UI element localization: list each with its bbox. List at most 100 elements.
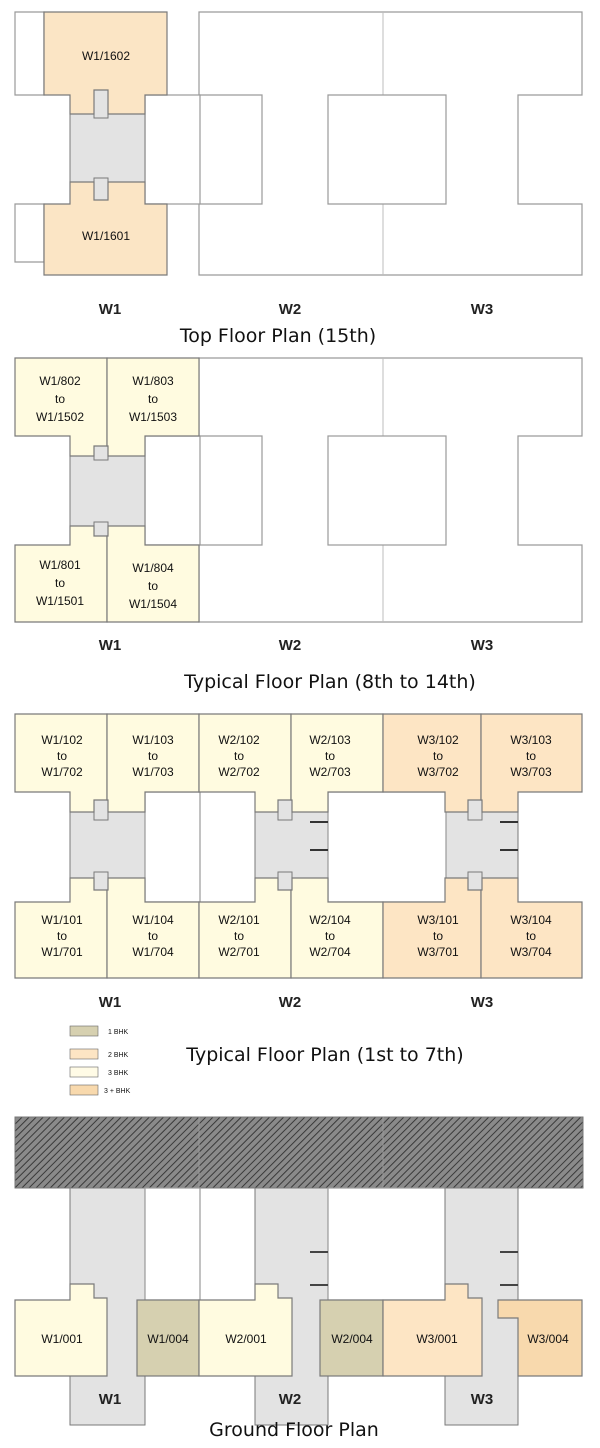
upper-w2-core-outline: [327, 435, 447, 546]
svg-text:W1/701: W1/701: [41, 945, 83, 959]
upper-unit-w1-804: [106, 525, 200, 623]
unit-label-w1-801: W1/801 to W1/1501: [36, 558, 84, 608]
unit-label-w1-804: W1/804 to W1/1504: [129, 561, 177, 611]
svg-text:W3/103: W3/103: [510, 733, 552, 747]
ground-unit-w2-004: [319, 1299, 384, 1377]
wing-label-w3: W3: [471, 1391, 494, 1408]
section-title: Typical Floor Plan (8th to 14th): [183, 671, 476, 693]
unit-label-w2-101: W2/101 to W2/701: [218, 913, 260, 959]
svg-text:W3/102: W3/102: [417, 733, 459, 747]
top-w1-core: [69, 113, 146, 183]
svg-text:to: to: [526, 929, 536, 943]
top-w1-mid-right: [144, 94, 201, 205]
lower-w1-core: [69, 811, 146, 879]
top-w1-outline: [14, 11, 45, 96]
legend-swatch-3plusbhk: [69, 1084, 99, 1096]
svg-text:to: to: [55, 576, 65, 590]
svg-text:W1/804: W1/804: [132, 561, 174, 575]
svg-text:W1/102: W1/102: [41, 733, 83, 747]
upper-w1-mid-right: [144, 435, 201, 546]
wing-label-w2: W2: [279, 637, 302, 654]
upper-unit-w1-801: [14, 525, 108, 623]
top-w1-outline-bottom: [14, 203, 45, 263]
lower-unit-w3-104: [480, 877, 583, 979]
upper-w1-core: [69, 455, 146, 527]
parking-area: [14, 1116, 584, 1189]
svg-text:to: to: [325, 929, 335, 943]
svg-text:to: to: [55, 392, 65, 406]
svg-text:to: to: [234, 929, 244, 943]
unit-label: W2/001: [225, 1332, 267, 1346]
lower-unit-w2-104: [290, 877, 384, 979]
unit-label-w1-101: W1/101 to W1/701: [41, 913, 83, 959]
svg-text:W1/802: W1/802: [39, 374, 81, 388]
unit-label: W1/1602: [82, 49, 130, 63]
wing-label-w3: W3: [471, 301, 494, 318]
top-floor-plan: W1/1602 W1/1601 W1 W2 W3 Top Floor Plan …: [14, 11, 583, 347]
svg-text:W2/701: W2/701: [218, 945, 260, 959]
svg-text:W1/104: W1/104: [132, 913, 174, 927]
unit-label-w3-102: W3/102 to W3/702: [417, 733, 459, 779]
unit-label: W1/001: [41, 1332, 83, 1346]
svg-text:W3/101: W3/101: [417, 913, 459, 927]
upper-unit-w1-803: [106, 357, 200, 457]
svg-text:W3/701: W3/701: [417, 945, 459, 959]
svg-text:W2/101: W2/101: [218, 913, 260, 927]
svg-text:W2/704: W2/704: [309, 945, 351, 959]
svg-text:W1/1504: W1/1504: [129, 597, 177, 611]
unit-label-w3-103: W3/103 to W3/703: [510, 733, 552, 779]
unit-label-w1-104: W1/104 to W1/704: [132, 913, 174, 959]
svg-text:W1/703: W1/703: [132, 765, 174, 779]
ground-unit-w1-004: [136, 1299, 200, 1377]
typical-floor-plan-lower: W1/102 to W1/702 W1/103 to W1/703 W2/102…: [14, 713, 583, 1096]
legend-label: 1 BHK: [108, 1029, 129, 1036]
svg-text:W1/1501: W1/1501: [36, 594, 84, 608]
section-title: Ground Floor Plan: [209, 1419, 379, 1441]
upper-unit-w1-802: [14, 357, 108, 457]
unit-label-w2-102: W2/102 to W2/702: [218, 733, 260, 779]
svg-text:W3/704: W3/704: [510, 945, 552, 959]
section-title: Top Floor Plan (15th): [179, 325, 376, 347]
legend: 1 BHK 2 BHK 3 BHK 3 + BHK: [69, 1025, 131, 1096]
unit-label-w3-104: W3/104 to W3/704: [510, 913, 552, 959]
legend-swatch-2bhk: [69, 1048, 99, 1060]
wing-label-w2: W2: [279, 994, 302, 1011]
lower-unit-w2-102: [198, 713, 292, 813]
unit-label: W3/004: [527, 1332, 569, 1346]
lower-unit-w1-104: [106, 877, 200, 979]
lower-unit-w1-101: [14, 877, 108, 979]
lower-unit-w1-102: [14, 713, 108, 813]
svg-text:to: to: [526, 749, 536, 763]
section-title: Typical Floor Plan (1st to 7th): [185, 1044, 463, 1066]
wing-label-w3: W3: [471, 637, 494, 654]
top-unit-w1-1601: [43, 181, 168, 276]
wing-label-w1: W1: [99, 1391, 122, 1408]
svg-text:to: to: [433, 749, 443, 763]
ground-unit-w3-004: [497, 1299, 583, 1377]
legend-label: 3 + BHK: [104, 1088, 131, 1095]
lower-unit-w3-103: [480, 713, 583, 813]
ground-floor-plan: W1/001 W1/004 W2/001 W2/004 W3/001 W3/00…: [14, 1116, 584, 1441]
ground-unit-w2-001: [198, 1283, 293, 1377]
wing-label-w3: W3: [471, 994, 494, 1011]
svg-text:W1/704: W1/704: [132, 945, 174, 959]
svg-text:W1/103: W1/103: [132, 733, 174, 747]
lower-unit-w2-101: [198, 877, 292, 979]
wing-label-w1: W1: [99, 994, 122, 1011]
svg-text:W1/702: W1/702: [41, 765, 83, 779]
wing-label-w1: W1: [99, 301, 122, 318]
unit-label-w2-104: W2/104 to W2/704: [309, 913, 351, 959]
legend-swatch-3bhk: [69, 1066, 99, 1078]
unit-label: W1/1601: [82, 229, 130, 243]
wing-label-w2: W2: [279, 1391, 302, 1408]
svg-text:W1/1503: W1/1503: [129, 410, 177, 424]
wing-label-w2: W2: [279, 301, 302, 318]
ground-unit-w1-001: [14, 1283, 108, 1377]
legend-label: 3 BHK: [108, 1070, 129, 1077]
unit-label-w1-802: W1/802 to W1/1502: [36, 374, 84, 424]
svg-text:W2/703: W2/703: [309, 765, 351, 779]
svg-text:to: to: [234, 749, 244, 763]
unit-label-w1-103: W1/103 to W1/703: [132, 733, 174, 779]
svg-text:to: to: [148, 579, 158, 593]
